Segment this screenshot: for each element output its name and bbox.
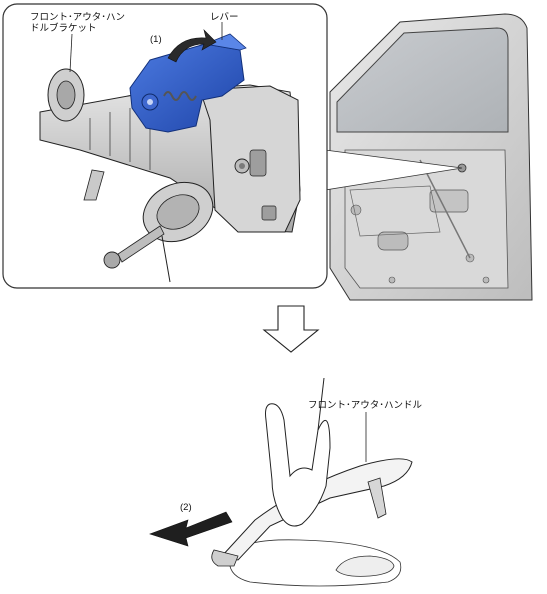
lever-pivot-center	[147, 99, 153, 105]
hand	[265, 403, 331, 527]
actuator-shaft	[117, 225, 165, 263]
pull-arrow-2	[149, 511, 233, 547]
bracket-ribs	[89, 104, 151, 170]
sequence-arrow-down	[262, 305, 320, 353]
bracket-left-end-inner	[56, 80, 76, 110]
actuator-part	[103, 181, 214, 283]
bracket-slot	[261, 205, 277, 221]
door-beam	[419, 159, 471, 259]
lever-spring	[163, 91, 197, 101]
bracket-slot	[249, 149, 267, 177]
door-cutout	[377, 231, 409, 251]
outer-handle-mount	[367, 477, 387, 519]
label-step-1: (1)	[150, 34, 162, 45]
door-handle-recess	[229, 539, 402, 587]
outer-handle-hook	[211, 549, 239, 567]
door-hole	[350, 204, 362, 216]
actuator-disc-inner	[156, 194, 200, 230]
label-step-2: (2)	[180, 502, 192, 513]
door-handle-recess-inner	[335, 555, 395, 577]
label-front-outer-handle-bracket: フロント･アウタ･ハン ドルブラケット	[30, 12, 126, 34]
door-illustration	[329, 13, 533, 301]
label-lever: レバー	[210, 12, 239, 23]
door-hole	[482, 276, 490, 284]
rotation-arrow-body	[167, 29, 217, 63]
door-cutout	[429, 189, 469, 213]
bracket-bolt-center	[239, 163, 245, 169]
door-hole	[388, 276, 396, 284]
hand-wrist-line	[317, 377, 325, 431]
label-front-outer-handle: フロント･アウタ･ハンドル	[308, 400, 423, 411]
rotation-arrow-1	[167, 29, 217, 63]
bracket-leg	[83, 169, 105, 201]
actuator-rod	[161, 235, 171, 283]
handle-removal-illustration	[149, 377, 413, 587]
bracket-assembly	[39, 68, 301, 233]
actuator-knob	[103, 251, 121, 269]
leader-line-bracket	[69, 33, 73, 73]
door-reinforcement	[349, 185, 441, 237]
door-window-glass	[336, 27, 509, 133]
lever-part	[129, 33, 247, 133]
